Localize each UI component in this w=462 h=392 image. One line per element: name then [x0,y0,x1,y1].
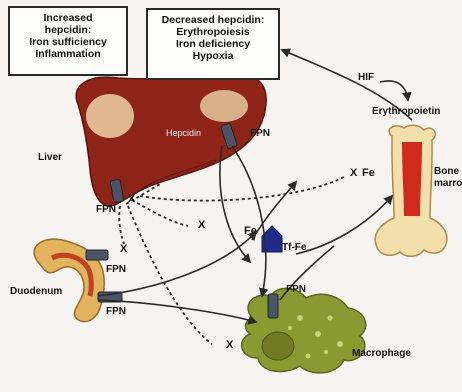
x-liver-mark: X [128,194,135,205]
hif-label: HIF [358,72,374,83]
macrophage-vesicle [306,354,311,359]
increased-hepcidin-line1: Increased [10,12,126,24]
liver-highlight-right [200,90,248,122]
hepcidin-label: Hepcidin [166,128,201,139]
dotted-liver-to-duodenum [119,206,124,244]
increased-hepcidin-line4: Inflammation [10,48,126,60]
dotted-liver-to-bone [140,176,346,201]
liver-highlight-left [86,94,134,138]
arrow-liver-to-macrophage [232,146,266,296]
tf-fe-label: Tf-Fe [282,242,306,253]
fpn-duodenum-bottom-label: FPN [106,306,126,317]
arrow-hif-to-erythropoietin [380,81,408,100]
macrophage-cell [242,288,366,373]
bone-marrow-red [402,142,422,216]
fpn-macrophage-label: FPN [286,284,306,295]
fe-bone-label: Fe [362,168,375,179]
macrophage-vesicle [328,316,333,321]
decreased-hepcidin-line3: Iron deficiency [148,38,278,50]
macrophage-nucleus [262,332,294,360]
fe-center-label: Fe [244,226,257,237]
macrophage-vesicle [288,326,292,330]
macrophage-label: Macrophage [352,348,411,359]
erythropoietin-label: Erythropoietin [372,106,440,117]
decreased-hepcidin-line1: Decreased hepcidin: [148,14,278,26]
decreased-hepcidin-line2: Erythropoiesis [148,26,278,38]
macrophage-vesicle [337,341,343,347]
increased-hepcidin-box: Increased hepcidin: Iron sufficiency Inf… [8,6,128,76]
fpn-liver-right-label: FPN [250,128,270,139]
decreased-hepcidin-line4: Hypoxia [148,50,278,62]
bone-marrow-label-line1: Bone [434,166,459,177]
arrow-liver-to-fe [220,146,250,262]
increased-hepcidin-line3: Iron sufficiency [10,36,126,48]
x-bone-mark: X [350,168,357,179]
x-bottom-mark: X [226,340,233,351]
bone-marrow-label-line2: marrow [434,178,462,189]
x-duodenum-mark: X [120,244,127,255]
x-center-mark: X [198,220,205,231]
macrophage-vesicle [324,350,328,354]
decreased-hepcidin-box: Decreased hepcidin: Erythropoiesis Iron … [146,8,280,80]
fpn-liver-bottom-label: FPN [96,204,116,215]
macrophage-vesicle [315,331,321,337]
macrophage-shape [242,288,366,373]
liver-label: Liver [38,152,62,163]
increased-hepcidin-line2: hepcidin: [10,24,126,36]
fpn-duodenum-top-channel [86,250,108,260]
dotted-liver-to-center [132,200,188,226]
bone-organ [375,125,447,256]
fpn-macrophage-channel [268,294,278,318]
duodenum-label: Duodenum [10,286,62,297]
fpn-duodenum-top-label: FPN [106,264,126,275]
liver-organ [76,73,266,206]
macrophage-vesicle [297,315,303,321]
